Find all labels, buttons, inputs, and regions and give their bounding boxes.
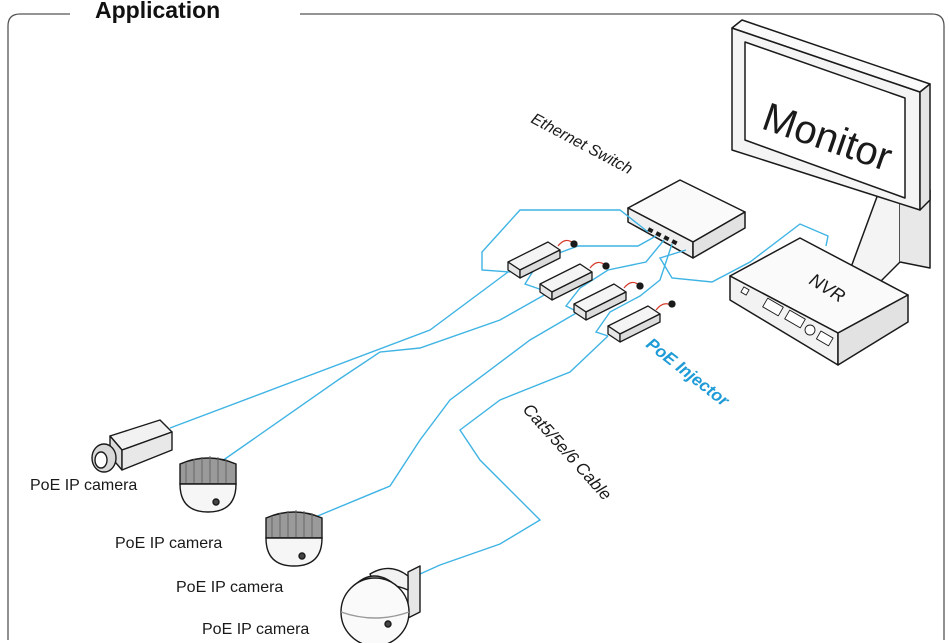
camera2-label: PoE IP camera <box>115 535 222 552</box>
nvr-icon <box>729 237 909 366</box>
camera4-label: PoE IP camera <box>202 621 309 638</box>
switch-label: Ethernet Switch <box>528 111 635 179</box>
box-camera-icon <box>91 419 173 473</box>
switch-icon <box>627 179 746 259</box>
dome-camera-icon <box>265 510 323 567</box>
camera1-label: PoE IP camera <box>30 477 137 494</box>
ptz-camera-icon <box>340 565 421 643</box>
diagram-frame <box>7 13 945 640</box>
injector-label: PoE Injector <box>643 334 734 411</box>
camera3-label: PoE IP camera <box>176 579 283 596</box>
monitor-icon <box>731 19 931 283</box>
network-cables <box>169 209 829 575</box>
poe-injector-icon <box>507 239 676 343</box>
dome-camera-icon <box>179 456 237 513</box>
cable-label: Cat5/5e/6 Cable <box>519 400 615 504</box>
diagram-title: Application <box>95 0 220 23</box>
